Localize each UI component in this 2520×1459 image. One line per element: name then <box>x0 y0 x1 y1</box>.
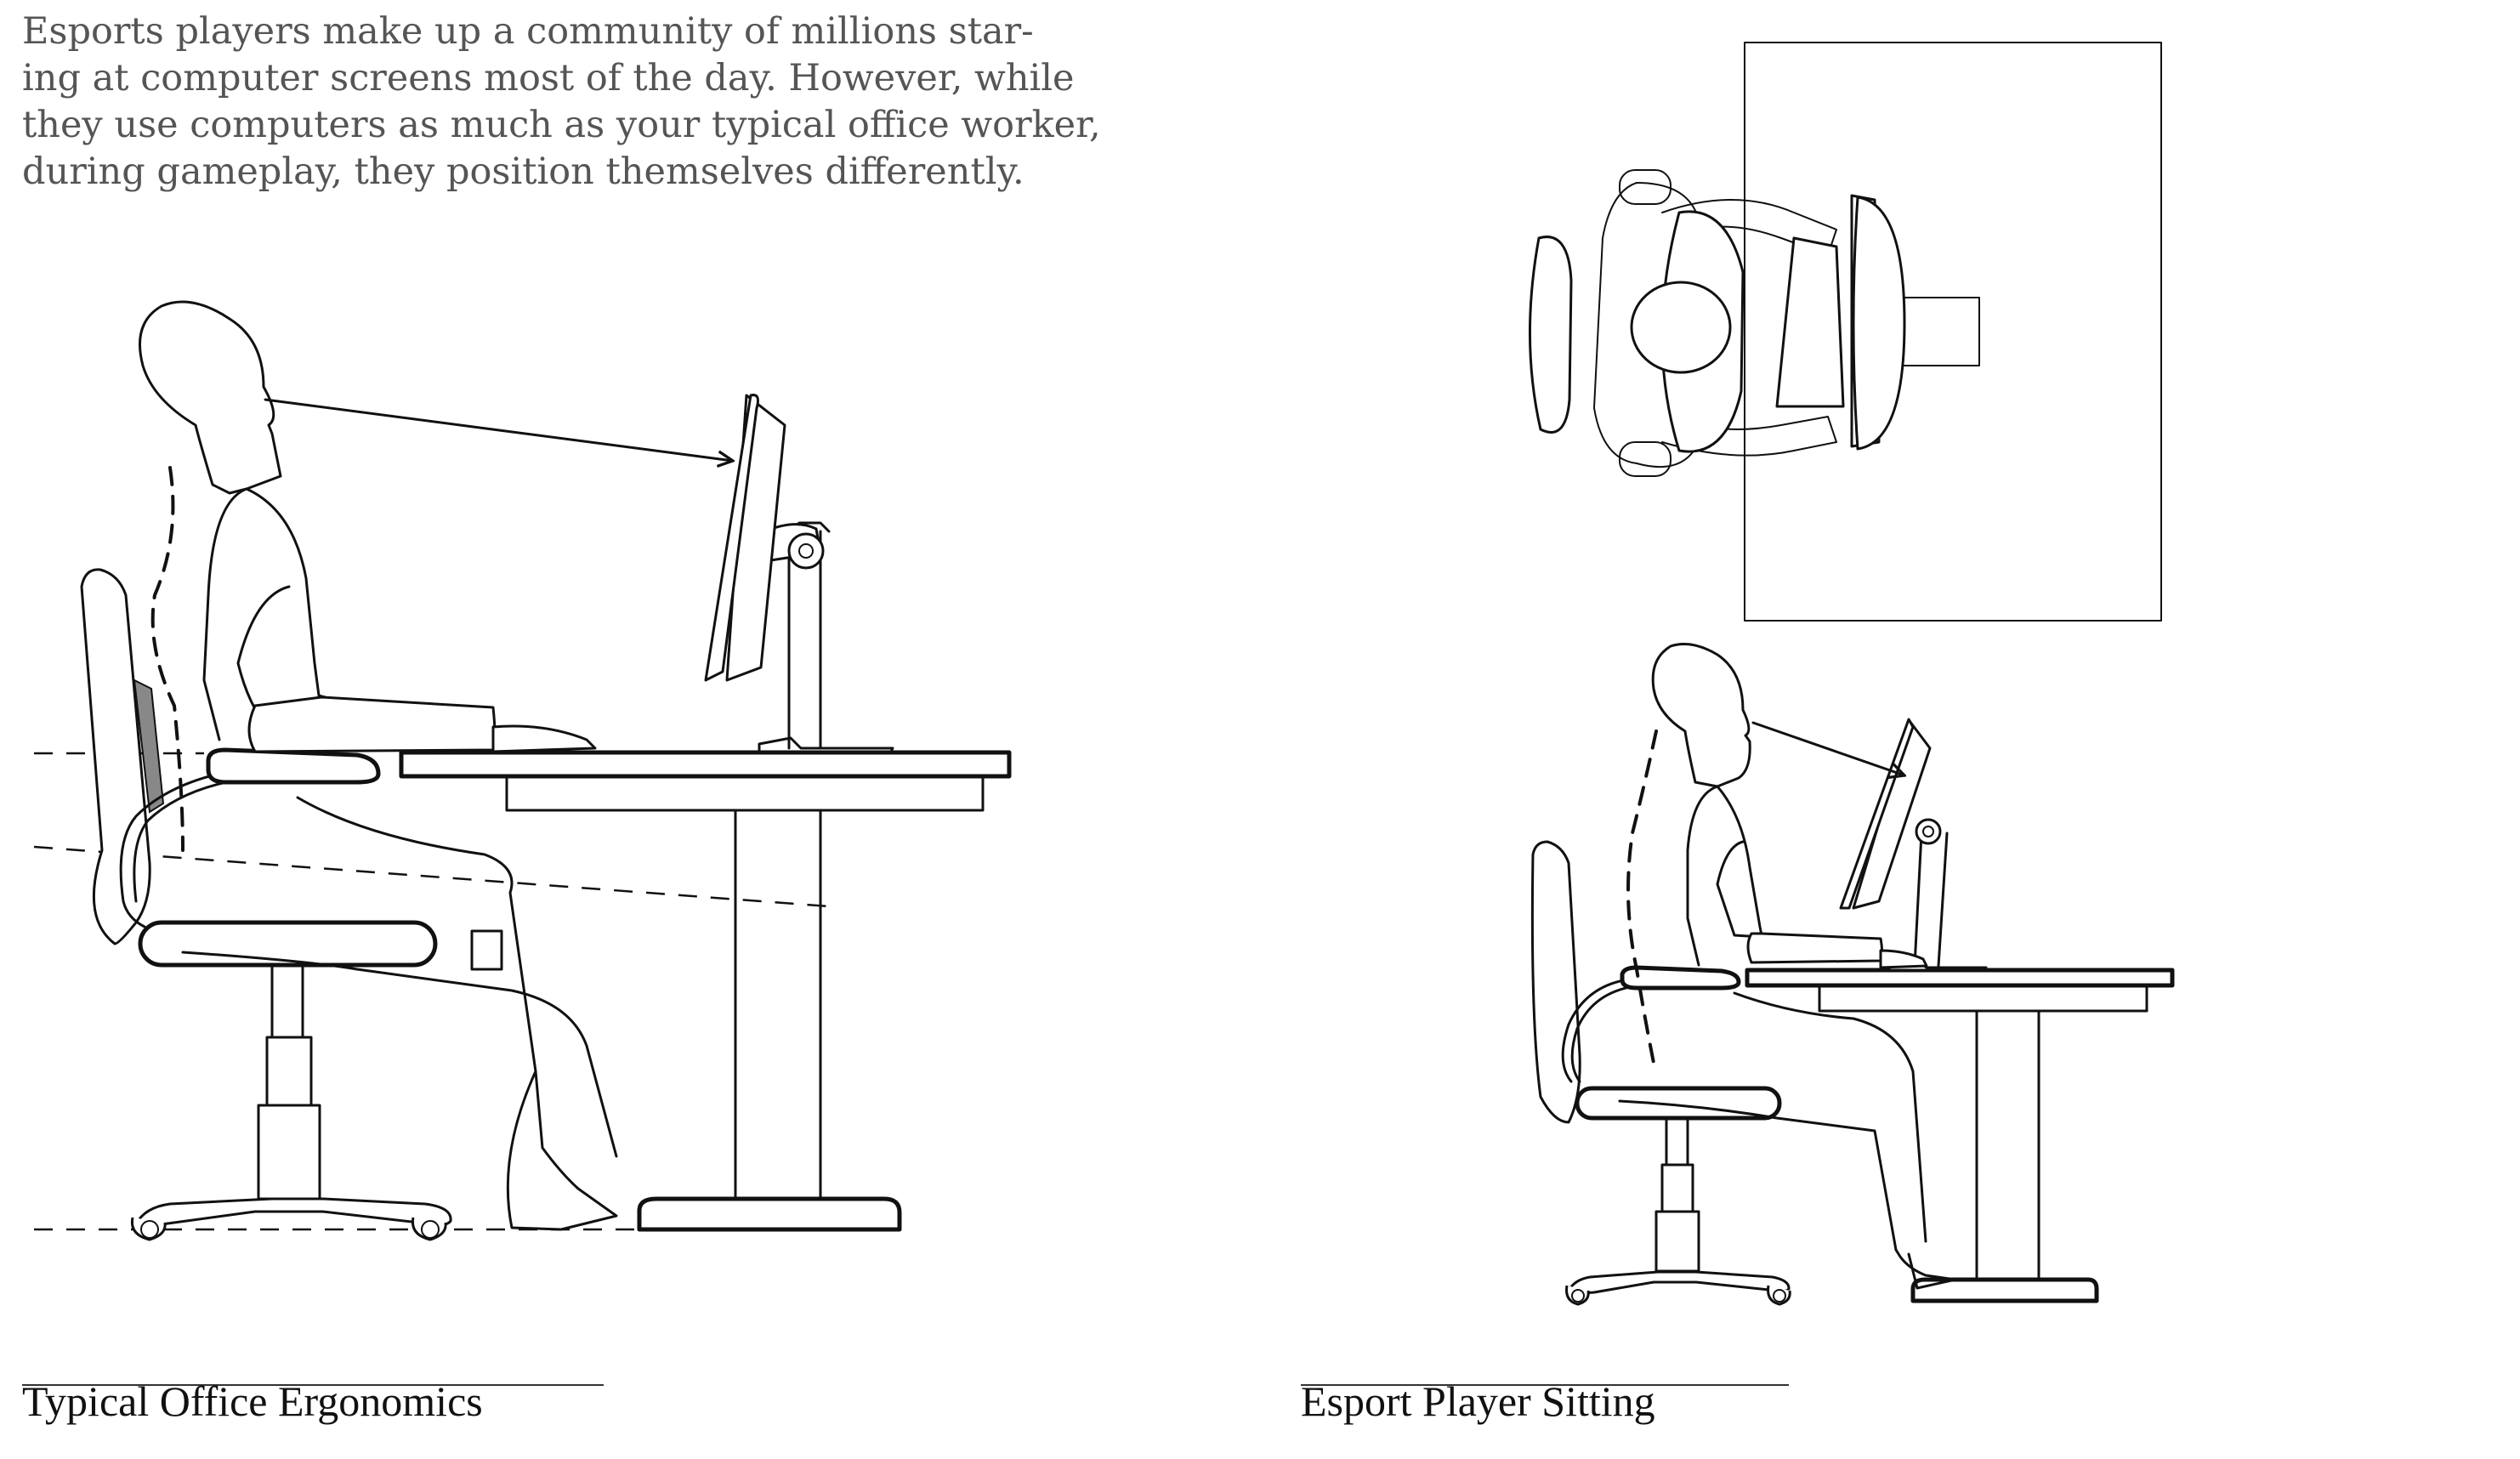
esport-caption: Esport Player Sitting <box>1301 1376 1655 1427</box>
office-reference-lines <box>34 753 829 1229</box>
office-caption: Typical Office Ergonomics <box>22 1376 483 1427</box>
esport-sightline <box>1753 723 1904 775</box>
esport-monitor <box>1841 719 1986 970</box>
esport-top-view <box>1530 43 2161 621</box>
top-monitor-stand <box>1894 298 1979 366</box>
office-sightline <box>265 400 733 461</box>
esport-desk <box>1747 970 2172 1301</box>
office-ergonomics-figure <box>34 302 1009 1240</box>
esport-side-figure <box>1532 644 2172 1304</box>
office-desk <box>401 752 1009 1229</box>
top-head <box>1632 282 1730 372</box>
top-keyboard-arm <box>1777 238 1843 406</box>
office-chair <box>82 570 502 1240</box>
office-monitor <box>706 395 893 752</box>
esport-chair <box>1532 842 1790 1304</box>
